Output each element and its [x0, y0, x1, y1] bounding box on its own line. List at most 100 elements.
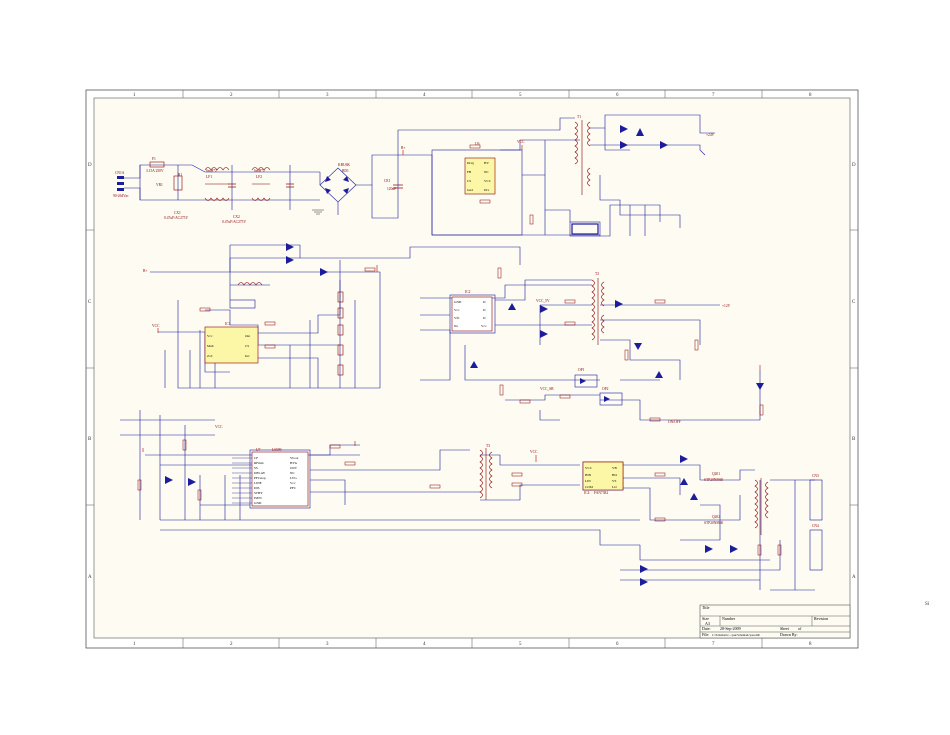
- label-bridge-value: KBU6K: [338, 163, 350, 167]
- u6-pin-l-1: Drvg: [467, 161, 474, 165]
- label-cx2: CX2: [233, 215, 240, 219]
- u6-pin-l-3: CS: [467, 179, 471, 183]
- ic2-pin-l-4: Ns: [454, 324, 458, 328]
- x-capacitor-1-icon: [228, 183, 236, 188]
- row-letter-a-right: A: [852, 575, 856, 580]
- wiring-standby-section: [420, 279, 761, 421]
- ic-ic2: [451, 296, 493, 332]
- ic4-pin-r-3: VS: [612, 479, 616, 483]
- row-letter-c-right: C: [852, 300, 856, 305]
- label-ic4: IC4: [584, 491, 590, 495]
- ic4-pin-r-2: HO: [612, 473, 617, 477]
- wiring-llc-section: [120, 410, 823, 591]
- label-vcc-5v: VCC_5V: [536, 299, 550, 303]
- label-cn4: CN4: [812, 524, 819, 528]
- number-label: Number: [722, 616, 736, 621]
- label-r1: R1: [178, 173, 182, 177]
- u7-pin-l-10: GND: [254, 501, 262, 505]
- diode-d15-icon: [188, 478, 196, 486]
- drawn-label: Drawn By:: [780, 632, 798, 637]
- diode-d4-icon: [660, 141, 668, 149]
- label-vr1: VR1: [156, 183, 163, 187]
- col-num-8: 8: [809, 93, 812, 98]
- size-label: Size: [702, 616, 709, 621]
- row-letter-d-right: D: [852, 163, 856, 168]
- label-out-24v: +24V: [706, 133, 715, 137]
- ic2-pin-r-4: Vcc: [481, 324, 487, 328]
- ic4-pin-l-1: VCC: [585, 466, 593, 470]
- pfc-pin-r-1: Out: [245, 334, 250, 338]
- u7-pin-l-7: DIS: [254, 486, 260, 490]
- diode-d14-icon: [756, 383, 764, 390]
- ground-icon: [312, 209, 324, 215]
- u7-pin-r-6: Vcc: [290, 481, 296, 485]
- corner-mark: Si: [925, 602, 930, 607]
- label-vcc-pfc: VCC: [152, 324, 160, 328]
- varistor-icon: [173, 175, 183, 191]
- revision-label: Revision: [814, 616, 828, 621]
- u7-pin-l-6: LINE: [254, 481, 262, 485]
- u6-pin-r-1: HV: [484, 161, 489, 165]
- label-t2: T2: [595, 272, 599, 276]
- u7-pin-lines: [232, 457, 252, 504]
- row-letter-b-right: B: [852, 437, 856, 442]
- date-value: 28-Sep-2009: [720, 626, 741, 631]
- diode-d12-icon: [655, 371, 663, 378]
- u7-pin-l-9: ISEN: [254, 496, 262, 500]
- u6-pin-r-2: NC: [484, 170, 489, 174]
- u7-pin-r-2: HVG: [290, 461, 298, 465]
- frame-column-ticks: [86, 90, 858, 648]
- ic2-pin-l-3: Vfb: [454, 316, 460, 320]
- u7-pin-l-1: CF: [254, 456, 258, 460]
- label-t1: T1: [577, 115, 581, 119]
- col-num-6-bottom: 6: [616, 642, 619, 647]
- label-bridge: BD1: [342, 169, 349, 173]
- pfc-pin-l-1: Vcc: [207, 334, 213, 338]
- ic-u7: [251, 451, 309, 507]
- pfc-pin-l-3: Zcd: [207, 354, 213, 358]
- diode-d2-icon: [620, 141, 628, 149]
- diode-d19-icon: [730, 545, 738, 553]
- pfc-pin-r-3: Inv: [245, 354, 250, 358]
- transformer-t2-icon: [591, 278, 605, 345]
- ic2-pin-r-1: D: [483, 300, 486, 304]
- pfc-pin-r-2: CS: [245, 344, 249, 348]
- diode-d5-icon: [286, 243, 294, 251]
- file-value: C:\Schematic\...\psu\Schematic\psu.ddb: [712, 633, 760, 637]
- ic2-pin-r-2: D: [483, 308, 486, 312]
- diode-d11-icon: [540, 330, 548, 338]
- label-q201: Q201: [712, 472, 720, 476]
- label-u6: U6: [475, 142, 480, 146]
- label-cx1-value: 0.47uF/AC275V: [164, 216, 188, 220]
- diode-d13-icon: [634, 343, 642, 350]
- label-vcc-llc: VCC: [215, 425, 223, 429]
- label-ic2: IC2: [465, 290, 471, 294]
- label-bulk-cap-value: 120uF: [387, 187, 396, 191]
- diode-d22-icon: [640, 578, 648, 586]
- line-filter-2-icon: [251, 167, 271, 201]
- col-num-2-bottom: 2: [230, 642, 233, 647]
- bridge-rectifier-icon: [325, 176, 349, 194]
- col-num-7-bottom: 7: [712, 642, 715, 647]
- u7-pin-l-2: RFmin: [254, 461, 264, 465]
- diode-d18-icon: [690, 493, 698, 500]
- zener-icon: [470, 361, 478, 368]
- optocoupler-op2-icon: [604, 396, 610, 402]
- ic4-pin-l-2: HIN: [585, 473, 592, 477]
- ic2-pin-l-1: GND: [454, 300, 462, 304]
- pfc-inductor-icon: [237, 282, 263, 286]
- label-q202-part: STP20NM60: [704, 521, 723, 525]
- label-lf1-value: 6mH*2: [206, 169, 217, 173]
- net-flag-markers: [142, 145, 761, 462]
- ic4-pin-l-4: COM: [585, 485, 593, 489]
- transformer-t3-icon: [479, 448, 493, 500]
- wiring-top-input: [124, 114, 715, 237]
- size-value: A3: [705, 621, 710, 626]
- diode-d7-icon: [320, 268, 328, 276]
- row-letter-b-left: B: [88, 437, 92, 442]
- label-q201-part: STP20NM60: [704, 478, 723, 482]
- label-out-12v: +12V: [722, 304, 731, 308]
- row-letter-a-left: A: [88, 575, 92, 580]
- title-block: [699, 604, 851, 639]
